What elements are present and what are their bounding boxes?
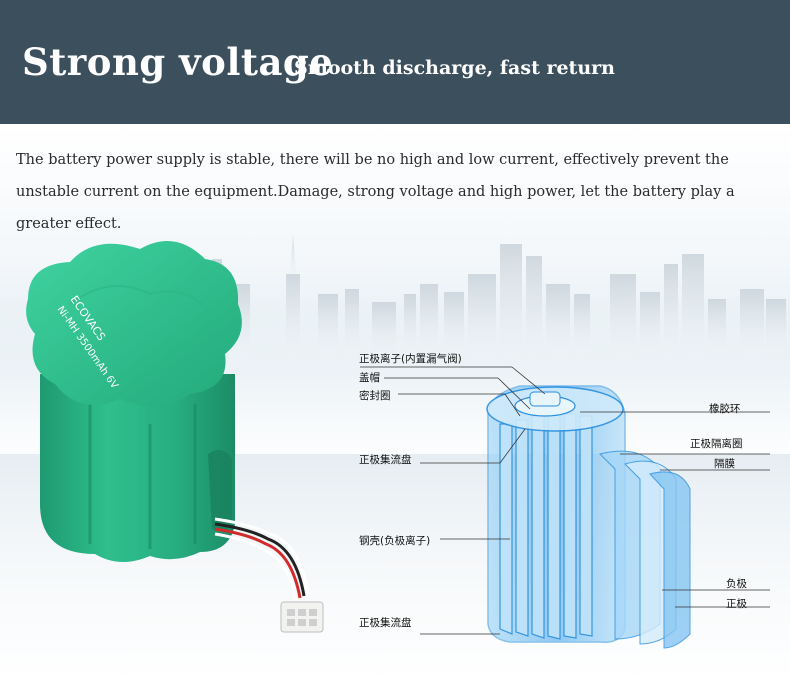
- page-subtitle: Smooth discharge, fast return: [294, 57, 615, 79]
- label-positive-collector-top: 正极集流盘: [359, 454, 412, 466]
- label-positive: 正极: [726, 598, 747, 610]
- cell-cutaway-diagram: [360, 366, 770, 649]
- label-rubber-ring: 橡胶环: [709, 403, 741, 415]
- label-negative: 负极: [726, 578, 747, 590]
- label-seal-ring: 密封圈: [359, 390, 391, 402]
- battery-pack-image: ECOVACS Ni-MH 3500mAh 6V: [26, 241, 324, 633]
- label-separator: 隔膜: [714, 458, 735, 470]
- description-text: The battery power supply is stable, ther…: [16, 152, 735, 232]
- label-cap: 盖帽: [359, 372, 380, 384]
- label-positive-separator-ring: 正极隔离圈: [690, 438, 743, 450]
- label-steel-shell: 钢壳(负极离子): [359, 535, 431, 547]
- header-banner: Strong voltage Smooth discharge, fast re…: [0, 0, 790, 124]
- page-title: Strong voltage: [22, 40, 334, 84]
- label-positive-cap-vent: 正极离子(内置漏气阀): [359, 353, 462, 365]
- label-positive-collector-bottom: 正极集流盘: [359, 617, 412, 629]
